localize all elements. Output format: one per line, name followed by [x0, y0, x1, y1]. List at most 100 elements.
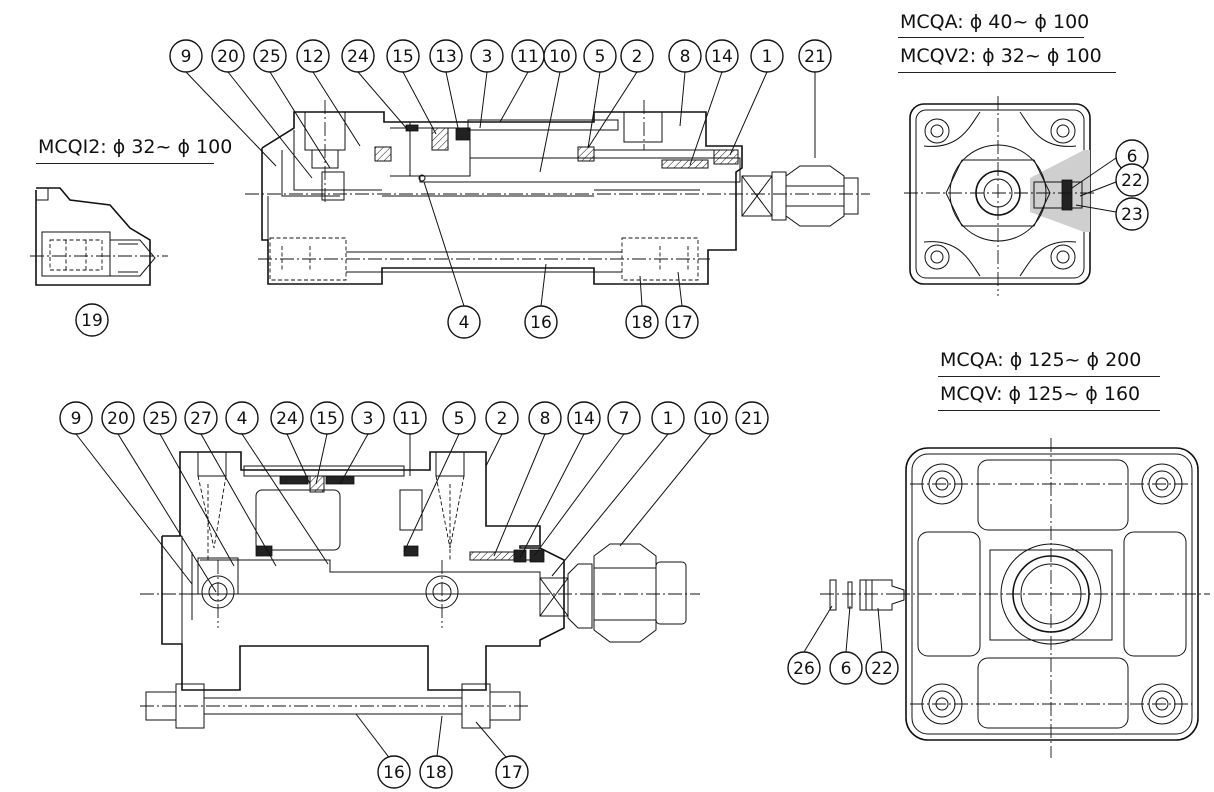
part-number-label: 8: [680, 47, 691, 67]
part-number-label: 22: [1121, 171, 1143, 191]
part-number-label: 2: [497, 409, 508, 429]
top-cross-section: [185, 71, 870, 307]
part-number-label: 5: [454, 409, 465, 429]
title-mcqv2: MCQV2: ϕ 32~ ϕ 100: [900, 45, 1102, 67]
part-number-label: 10: [549, 47, 571, 67]
part-number-label: 20: [217, 47, 239, 67]
title-mcqi2: MCQI2: ϕ 32~ ϕ 100: [38, 136, 233, 158]
part-number-label: 4: [459, 313, 470, 333]
part-bubble-11: 11: [511, 39, 545, 73]
title-mcqa-large-underline: [938, 376, 1160, 377]
part-number-label: 14: [711, 47, 733, 67]
part-bubble-13: 13: [429, 39, 463, 73]
part-bubble-10: 10: [543, 39, 577, 73]
part-number-label: 3: [482, 47, 493, 67]
part-bubble-5: 5: [442, 401, 476, 435]
part-number-label: 7: [619, 409, 630, 429]
part-bubble-8: 8: [528, 401, 562, 435]
part-bubble-12: 12: [296, 39, 330, 73]
part-number-label: 16: [383, 763, 405, 783]
part-bubble-9: 9: [59, 401, 93, 435]
part-number-label: 25: [149, 409, 171, 429]
part-number-label: 24: [347, 47, 369, 67]
part-number-label: 5: [595, 47, 606, 67]
part-number-label: 25: [259, 47, 281, 67]
part-bubble-25: 25: [253, 39, 287, 73]
title-mcqv: MCQV: ϕ 125~ ϕ 160: [940, 383, 1141, 405]
part-number-label: 23: [1121, 205, 1143, 225]
title-mcqa-large: MCQA: ϕ 125~ ϕ 200: [940, 349, 1142, 371]
part-bubble-2: 2: [485, 401, 519, 435]
part-bubble-27: 27: [184, 401, 218, 435]
part-number-label: 3: [363, 409, 374, 429]
bottom-cross-section: [75, 433, 712, 765]
part-bubble-2: 2: [620, 39, 654, 73]
part-bubble-3: 3: [351, 401, 385, 435]
part-number-label: 27: [190, 409, 212, 429]
part-bubble-9: 9: [169, 39, 203, 73]
part-number-label: 11: [399, 409, 421, 429]
part-number-label: 24: [276, 409, 298, 429]
part-number-label: 22: [871, 659, 893, 679]
part-bubble-8: 8: [668, 39, 702, 73]
part-bubble-15: 15: [386, 39, 420, 73]
part-bubble-18: 18: [625, 305, 659, 339]
part-number-label: 12: [302, 47, 324, 67]
part-bubble-10: 10: [694, 401, 728, 435]
large-end-view: [803, 438, 1210, 758]
part-bubble-3: 3: [470, 39, 504, 73]
title-mcqv-underline: [938, 410, 1160, 411]
part-number-label: 18: [631, 313, 653, 333]
part-number-label: 15: [316, 409, 338, 429]
title-mcqi2-underline: [36, 163, 214, 164]
part-bubble-21: 21: [798, 39, 832, 73]
part-number-label: 1: [762, 47, 773, 67]
title-mcqa-small-underline: [898, 37, 1084, 38]
part-number-label: 26: [793, 659, 815, 679]
mcqi2-detail-view: [30, 187, 168, 286]
part-bubble-5: 5: [583, 39, 617, 73]
part-number-label: 6: [841, 659, 852, 679]
part-bubble-16: 16: [377, 755, 411, 789]
part-number-label: 21: [804, 47, 826, 67]
part-bubble-4: 4: [225, 401, 259, 435]
part-number-label: 1: [663, 409, 674, 429]
part-number-label: 11: [517, 47, 539, 67]
part-number-label: 8: [540, 409, 551, 429]
part-number-label: 13: [435, 47, 457, 67]
part-number-label: 14: [573, 409, 595, 429]
part-number-label: 15: [392, 47, 414, 67]
part-bubble-22: 22: [1115, 163, 1149, 197]
part-bubble-25: 25: [143, 401, 177, 435]
part-bubble-15: 15: [310, 401, 344, 435]
part-bubble-6: 6: [829, 651, 863, 685]
part-bubble-14: 14: [567, 401, 601, 435]
part-number-label: 4: [237, 409, 248, 429]
part-bubble-26: 26: [787, 651, 821, 685]
part-number-label: 16: [530, 313, 552, 333]
part-bubble-20: 20: [211, 39, 245, 73]
part-bubble-17: 17: [495, 755, 529, 789]
part-number-label: 18: [425, 763, 447, 783]
part-number-label: 9: [71, 409, 82, 429]
part-bubble-21: 21: [735, 401, 769, 435]
part-bubble-1: 1: [651, 401, 685, 435]
part-number-label: 21: [741, 409, 763, 429]
part-number-label: 17: [671, 313, 693, 333]
part-number-label: 19: [81, 311, 103, 331]
part-number-label: 2: [632, 47, 643, 67]
part-bubble-16: 16: [524, 305, 558, 339]
part-bubble-14: 14: [705, 39, 739, 73]
title-mcqv2-underline: [898, 72, 1116, 73]
part-bubble-19: 19: [75, 303, 109, 337]
part-number-label: 9: [181, 47, 192, 67]
part-bubble-24: 24: [341, 39, 375, 73]
part-bubble-24: 24: [270, 401, 304, 435]
part-bubble-20: 20: [101, 401, 135, 435]
part-bubble-4: 4: [447, 305, 481, 339]
part-bubble-23: 23: [1115, 197, 1149, 231]
small-end-view: [904, 96, 1117, 296]
